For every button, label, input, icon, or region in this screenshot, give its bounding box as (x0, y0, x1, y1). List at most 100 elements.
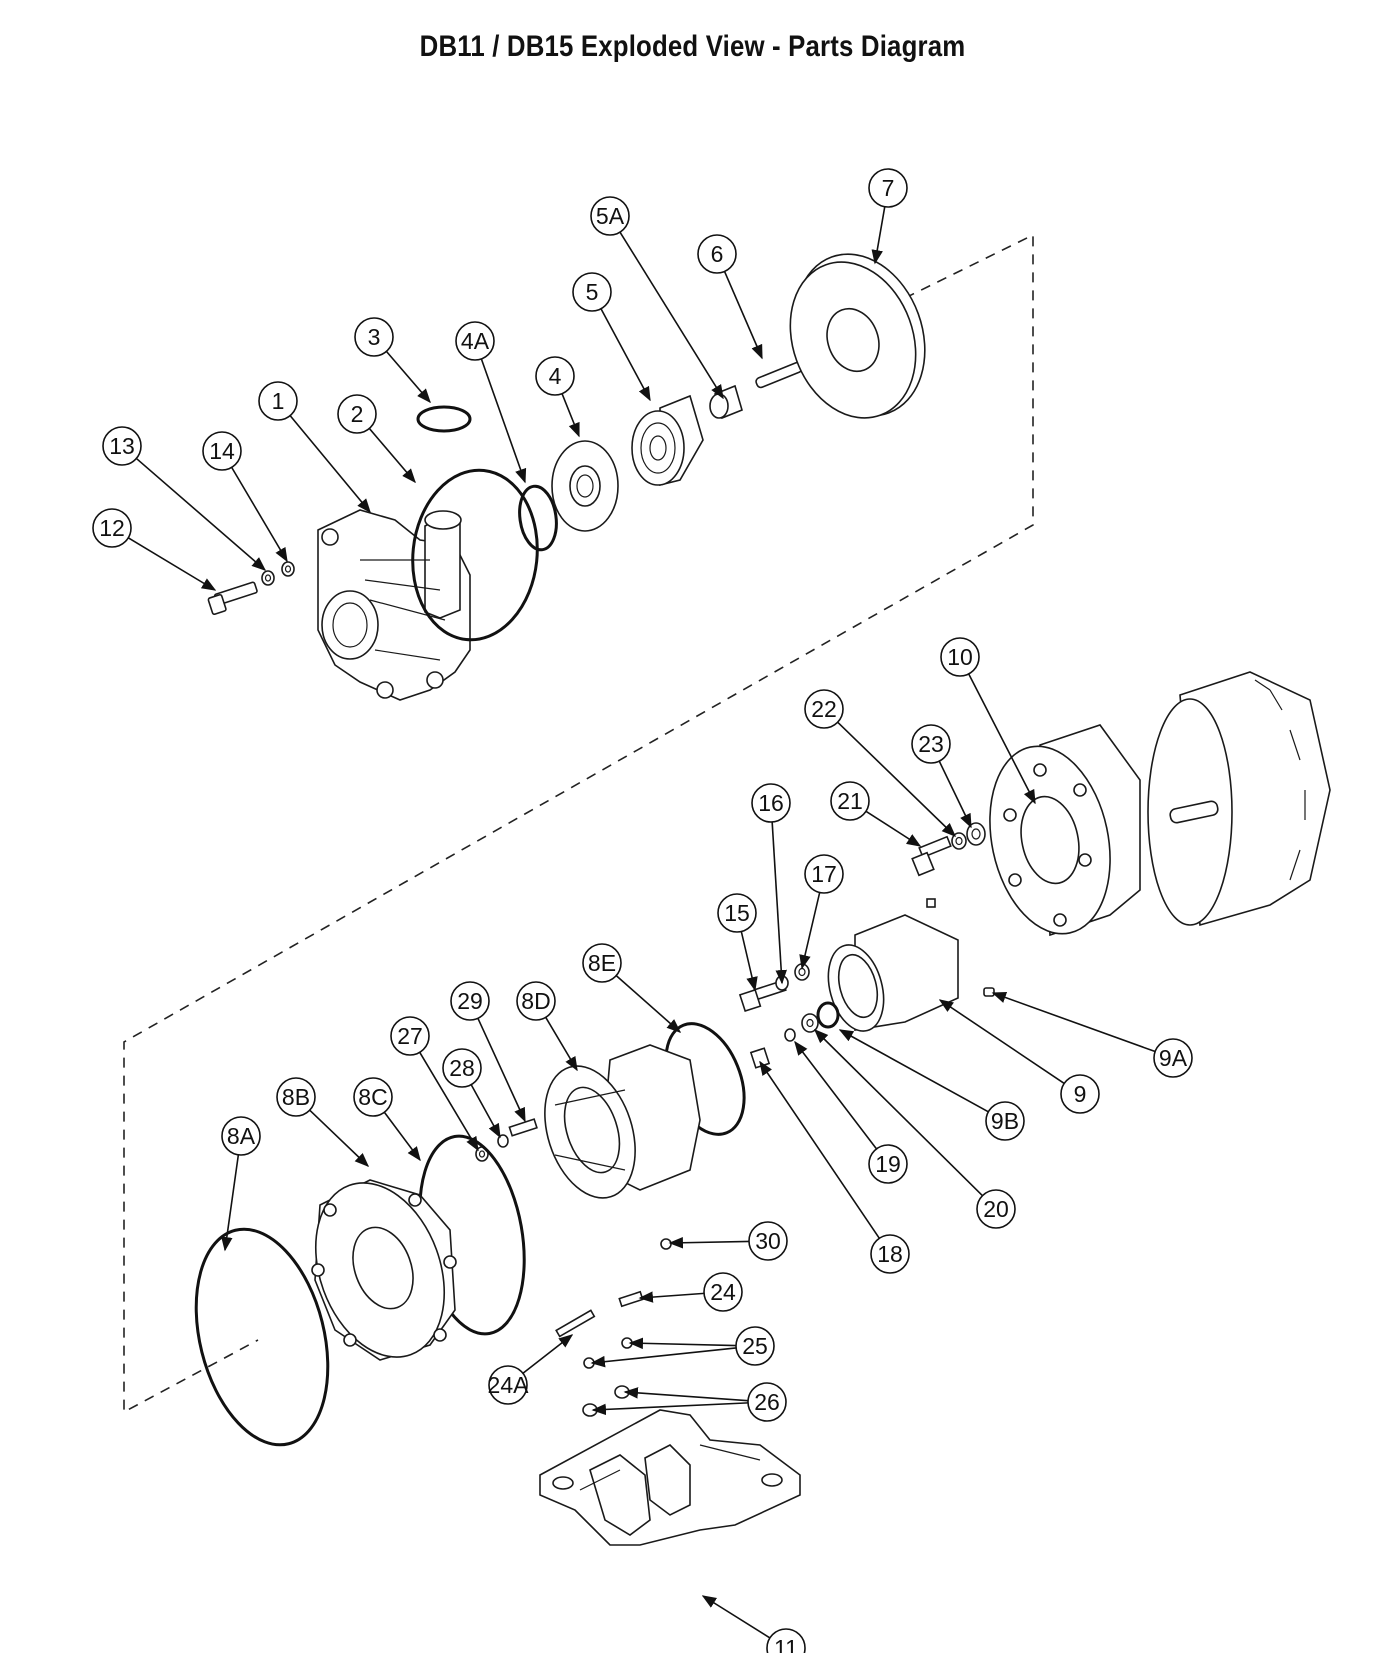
leader-line-25-secondary (590, 1347, 737, 1368)
callout-20: 20 (976, 1189, 1016, 1229)
leader-line-1 (289, 415, 371, 514)
callout-label: 9B (991, 1108, 1019, 1134)
leader-line-8B (309, 1109, 370, 1167)
callout-18: 18 (870, 1234, 910, 1274)
leader-line-8C (383, 1111, 421, 1162)
leader-line-17 (799, 892, 821, 970)
leader-line-13 (135, 457, 267, 571)
callout-label: 25 (742, 1333, 768, 1359)
callout-label: 24 (710, 1279, 736, 1305)
callout-label: 27 (397, 1023, 423, 1049)
callout-bubble-7 (868, 168, 908, 208)
callout-6: 6 (697, 234, 737, 274)
callout-22: 22 (804, 689, 844, 729)
callout-bubble-30 (748, 1221, 788, 1261)
callout-label: 19 (875, 1151, 901, 1177)
part-3-o-ring (416, 405, 472, 433)
callout-5A: 5A (590, 196, 630, 236)
part-26-washer (582, 1385, 630, 1417)
callout-bubble-16 (751, 783, 791, 823)
callout-bubble-22 (804, 689, 844, 729)
callout-label: 6 (711, 241, 724, 267)
leader-line-18 (759, 1060, 881, 1239)
callout-9A: 9A (1153, 1038, 1193, 1078)
callout-14: 14 (202, 431, 242, 471)
leader-line-6 (723, 271, 763, 360)
callout-27: 27 (390, 1016, 430, 1056)
callout-bubble-27 (390, 1016, 430, 1056)
leader-line-23 (938, 760, 972, 829)
part-11-mounting-bracket (539, 1409, 801, 1546)
part-1-pump-housing (317, 509, 471, 701)
part-2-o-ring (411, 468, 539, 642)
leader-line-20 (813, 1028, 984, 1197)
part-14-washer (281, 561, 295, 577)
part-20-washer (801, 1013, 819, 1033)
leader-line-12 (127, 537, 217, 591)
callout-bubble-8D (516, 981, 556, 1021)
callout-label: 14 (209, 438, 235, 464)
leader-line-25 (628, 1337, 737, 1350)
callout-4: 4 (535, 356, 575, 396)
callout-label: 1 (272, 388, 285, 414)
part-29-bolt (508, 1118, 538, 1137)
callout-23: 23 (911, 724, 951, 764)
leader-line-21 (865, 810, 922, 847)
part-5A-spacer (709, 384, 743, 420)
part-5-bearing (631, 394, 704, 487)
part-4A-retaining-ring (518, 484, 558, 552)
callout-bubble-19 (868, 1144, 908, 1184)
callout-label: 8E (588, 950, 616, 976)
callout-16: 16 (751, 783, 791, 823)
part-set-screw (926, 898, 936, 908)
leader-line-4A (480, 358, 527, 484)
callout-label: 24A (488, 1372, 530, 1398)
leader-line-9B (838, 1029, 989, 1113)
callout-bubble-6 (697, 234, 737, 274)
callout-bubble-9 (1060, 1074, 1100, 1114)
callout-bubble-11 (766, 1628, 806, 1653)
leader-line-24 (638, 1291, 705, 1303)
part-25-nut (583, 1337, 633, 1369)
leader-line-14 (230, 466, 288, 563)
part-13-washer (261, 570, 275, 586)
callout-label: 23 (918, 731, 944, 757)
callout-19: 19 (868, 1144, 908, 1184)
callout-bubble-9A (1153, 1038, 1193, 1078)
part-9B-retaining-ring (816, 1001, 840, 1029)
part-9A-set-screw (983, 987, 995, 997)
leader-line-26 (623, 1387, 749, 1402)
leader-line-7 (871, 206, 886, 265)
callout-bubble-17 (804, 854, 844, 894)
leader-line-24A (522, 1334, 574, 1374)
callout-17: 17 (804, 854, 844, 894)
callout-label: 4A (461, 328, 490, 354)
callout-12: 12 (92, 508, 132, 548)
callout-1: 1 (258, 381, 298, 421)
callout-25: 25 (735, 1326, 775, 1366)
part-19-washer (784, 1028, 796, 1042)
callout-bubble-14 (202, 431, 242, 471)
callout-7: 7 (868, 168, 908, 208)
callout-label: 2 (351, 401, 364, 427)
leader-line-27 (419, 1051, 479, 1152)
part-21-bolt (911, 835, 952, 877)
part-pulley-sprocket (1147, 671, 1331, 927)
callout-8C: 8C (353, 1077, 393, 1117)
part-9-coupling-sleeve (827, 914, 959, 1032)
part-6-shaft-pin (755, 361, 803, 389)
callout-15: 15 (717, 893, 757, 933)
callout-label: 30 (755, 1228, 781, 1254)
callout-5: 5 (572, 272, 612, 312)
callout-bubble-20 (976, 1189, 1016, 1229)
callout-bubble-1 (258, 381, 298, 421)
leader-line-19 (794, 1040, 878, 1150)
callout-label: 20 (983, 1196, 1009, 1222)
callout-label: 10 (947, 644, 973, 670)
callout-label: 8D (521, 988, 550, 1014)
leader-line-10 (967, 673, 1036, 805)
callout-bubble-13 (102, 426, 142, 466)
callout-bubble-3 (354, 317, 394, 357)
part-8A-o-ring (194, 1227, 330, 1447)
